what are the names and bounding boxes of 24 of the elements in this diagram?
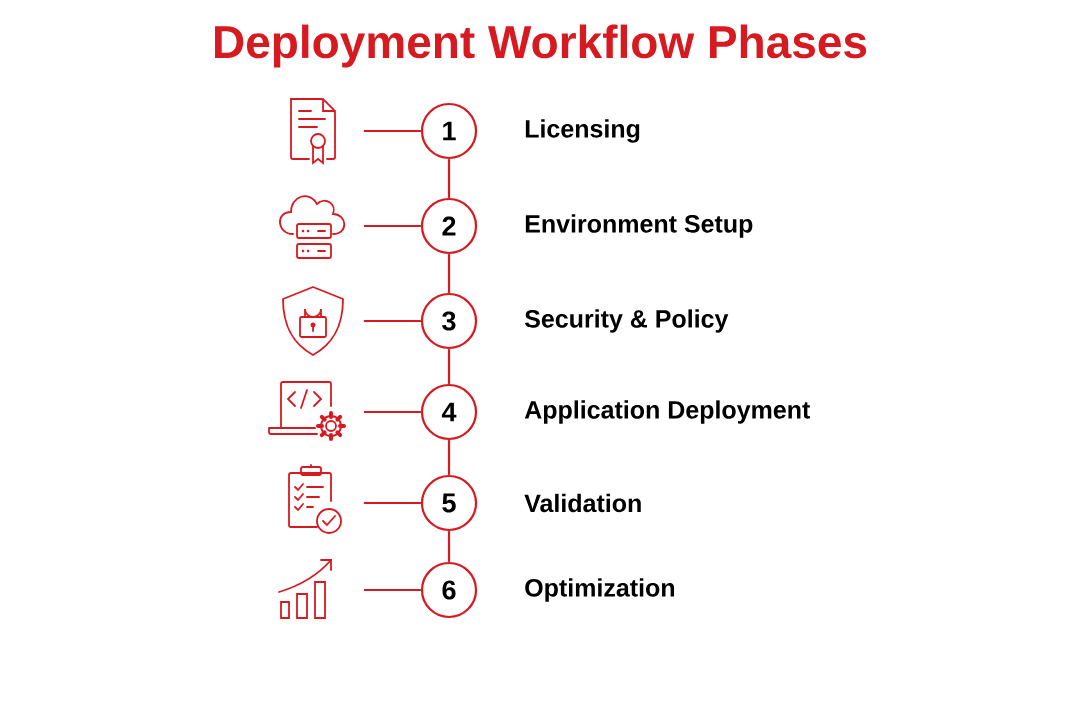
laptop-gear-icon xyxy=(268,381,346,441)
connector-line xyxy=(363,501,421,505)
step-label: Optimization xyxy=(525,578,675,602)
connector-line xyxy=(363,410,421,414)
connector-line xyxy=(447,349,451,384)
title: Deployment Workflow Phases xyxy=(215,24,867,68)
step-label: Environment Setup xyxy=(525,214,753,238)
shield-lock-icon xyxy=(282,286,344,356)
cloud-server-icon xyxy=(279,195,346,259)
connector-line xyxy=(447,159,451,198)
connector-line xyxy=(447,254,451,293)
step-label: Licensing xyxy=(525,119,640,143)
connector-line xyxy=(447,440,451,475)
connector-line xyxy=(363,319,421,323)
connector-line xyxy=(447,531,451,562)
connector-line xyxy=(363,224,421,228)
growth-chart-icon xyxy=(278,559,332,619)
step-label: Validation xyxy=(524,493,641,513)
certificate-icon xyxy=(290,98,336,165)
connector-line xyxy=(363,588,421,592)
step-label: Application Deployment xyxy=(524,400,810,424)
connector-line xyxy=(363,129,421,133)
step-label: Security & Policy xyxy=(524,309,729,333)
checklist-icon xyxy=(288,464,342,534)
